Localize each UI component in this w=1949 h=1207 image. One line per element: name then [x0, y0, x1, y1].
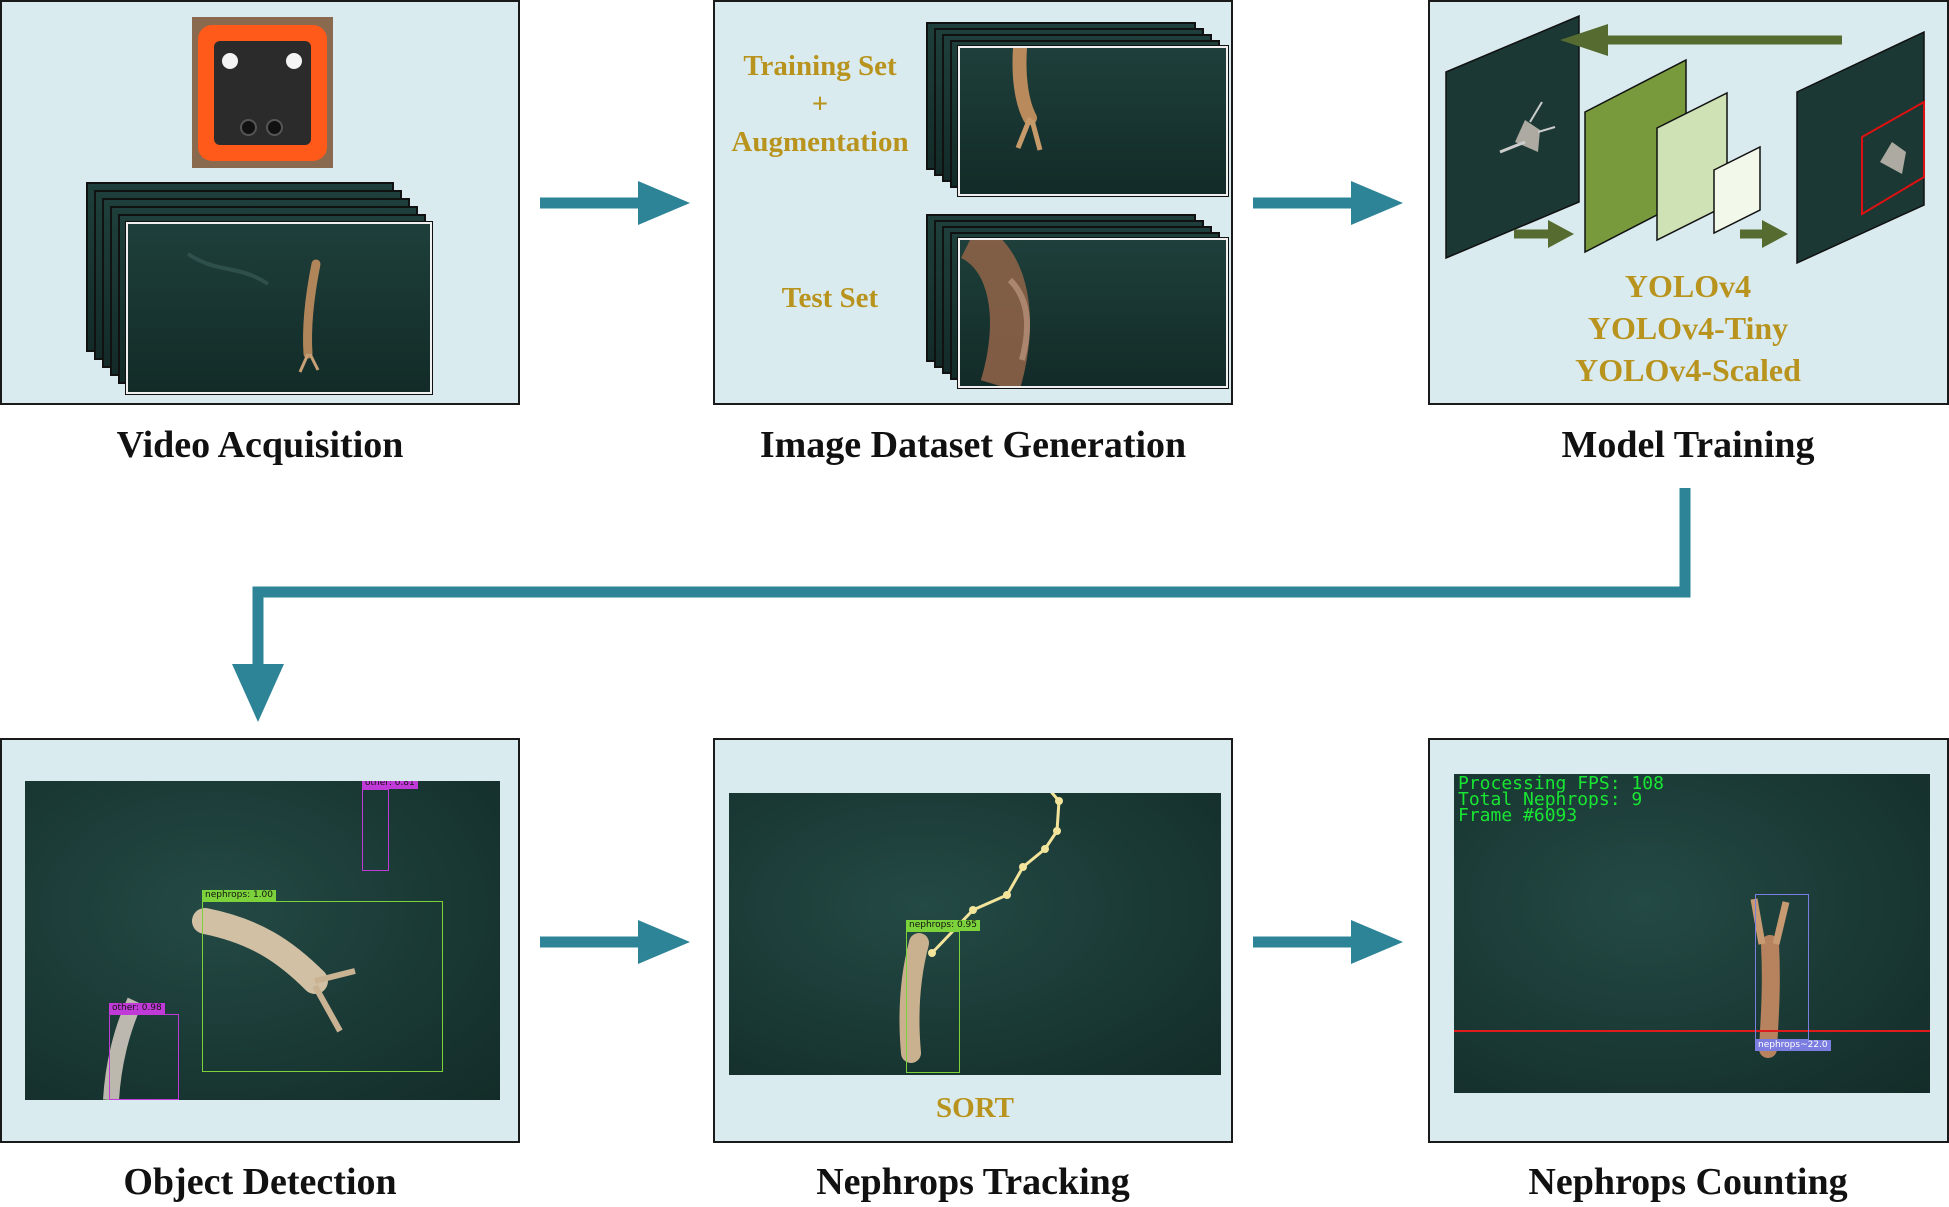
model-name-yolov4-tiny: YOLOv4-Tiny [1587, 310, 1789, 346]
counting-line [1454, 1030, 1930, 1032]
arrow-head-dataset-to-training [1351, 181, 1403, 225]
bbox-counted-nephrops: nephrops~22.0 [1755, 894, 1831, 1051]
model-name-yolov4-scaled: YOLOv4-Scaled [1575, 352, 1801, 388]
panel-object-detection: other: 0.81 nephrops: 1.00 other: 0.98 [0, 738, 520, 1143]
video-frame-top [125, 221, 433, 395]
plus-sign: + [811, 88, 829, 120]
panel-model-training: YOLOv4 YOLOv4-Tiny YOLOv4-Scaled [1428, 0, 1949, 405]
counting-scene: Processing FPS: 108 Total Nephrops: 9 Fr… [1454, 774, 1930, 1093]
arrow-head-acq-to-dataset [638, 181, 690, 225]
training-flow-arrows [1514, 24, 1842, 248]
detection-scene: other: 0.81 nephrops: 1.00 other: 0.98 [25, 781, 500, 1100]
tracker-name: SORT [936, 1092, 1014, 1124]
caption-video-acquisition: Video Acquisition [116, 424, 404, 466]
arrow-head-training-to-detection [232, 664, 284, 722]
caption-model-training: Model Training [1561, 424, 1815, 466]
caption-nephrops-counting: Nephrops Counting [1528, 1161, 1848, 1203]
panel-nephrops-tracking: nephrops: 0.95 SORT [713, 738, 1233, 1143]
caption-object-detection: Object Detection [123, 1161, 397, 1203]
output-frame [1796, 30, 1925, 265]
arrow-head-detection-to-tracking [638, 920, 690, 964]
arrow-training-to-detection [252, 488, 1691, 668]
tracking-scene: nephrops: 0.95 [729, 793, 1221, 1075]
bbox-other-top: other: 0.81 [362, 781, 418, 871]
training-set-label: Training Set [743, 50, 897, 82]
model-name-yolov4: YOLOv4 [1624, 268, 1752, 304]
panel-video-acquisition [0, 0, 520, 405]
model-training-diagram [1445, 14, 1925, 265]
nephrops-icon [1012, 41, 1043, 151]
caption-image-dataset-generation: Image Dataset Generation [759, 424, 1187, 466]
output-detection-box [1861, 100, 1925, 216]
panel-nephrops-counting: Processing FPS: 108 Total Nephrops: 9 Fr… [1428, 738, 1949, 1143]
track-trajectory [899, 793, 1063, 1063]
caption-nephrops-tracking: Nephrops Tracking [816, 1161, 1130, 1203]
hud-fps: Processing FPS: 108 [1458, 774, 1664, 794]
bbox-nephrops: nephrops: 1.00 [202, 890, 443, 1072]
panel-image-dataset-generation: Training Set + Augmentation Test Set [713, 0, 1233, 405]
camera-device-image [192, 17, 333, 168]
network-layer-3 [1713, 145, 1761, 235]
nephrops-icon [186, 252, 321, 373]
training-frame-top [957, 41, 1229, 197]
augmentation-label: Augmentation [731, 126, 909, 158]
input-frame [1445, 14, 1580, 260]
bbox-other-bottom: other: 0.98 [109, 1003, 179, 1100]
bbox-tracked-nephrops: nephrops: 0.95 [906, 920, 981, 1073]
hud-total: Total Nephrops: 9 [1458, 789, 1643, 810]
nephrops-icon [959, 222, 1030, 392]
test-frame-top [957, 222, 1229, 392]
test-set-label: Test Set [781, 282, 879, 314]
hud-frame: Frame #6093 [1458, 805, 1578, 826]
arrow-head-tracking-to-counting [1351, 920, 1403, 964]
